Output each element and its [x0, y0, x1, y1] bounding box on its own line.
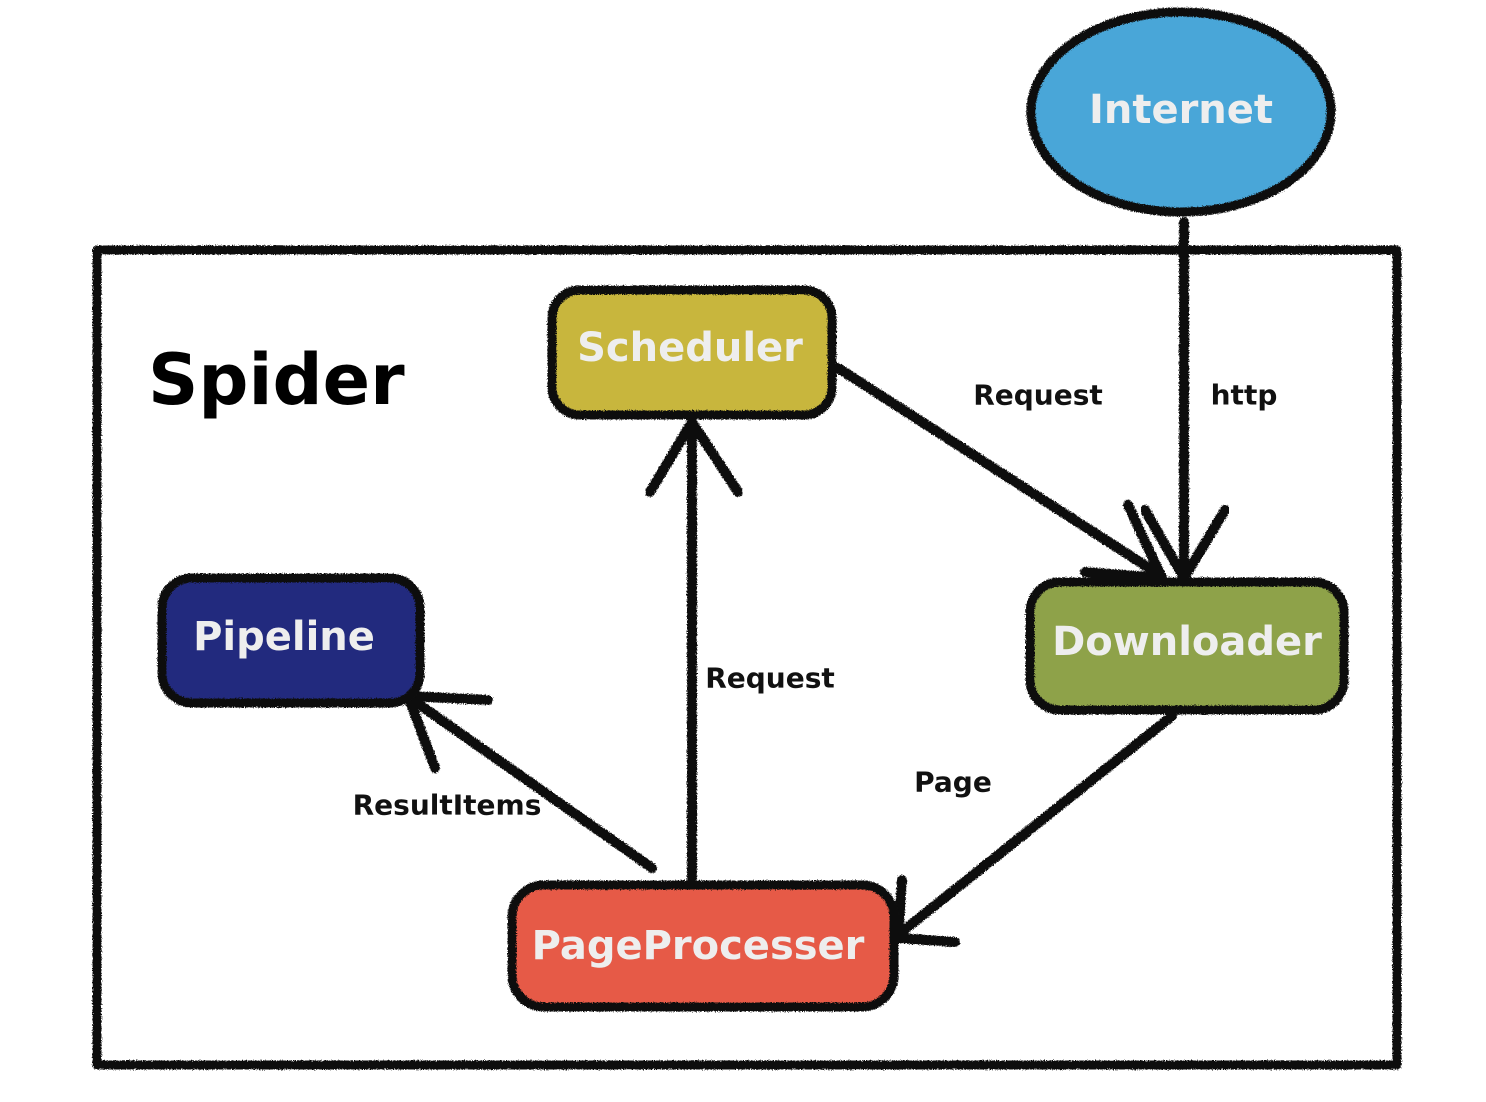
- edge-pageprocesser-to-pipeline: [403, 691, 657, 873]
- spider-container-border: [92, 245, 1402, 1070]
- node-internet: Internet: [1026, 7, 1336, 217]
- edge-label-http: http: [1211, 379, 1278, 412]
- node-pipeline: Pipeline: [157, 573, 425, 708]
- pageprocesser-shape: [507, 880, 899, 1012]
- node-scheduler: Scheduler: [547, 285, 837, 420]
- pipeline-shape: [157, 573, 425, 708]
- edge-downloader-to-pageprocesser: [893, 711, 1177, 947]
- edge-label-request-scheduler-downloader: Request: [973, 379, 1103, 412]
- downloader-label: Downloader: [1052, 619, 1322, 665]
- edge-label-request-pageprocesser-scheduler: Request: [705, 662, 835, 695]
- scheduler-shape: [547, 285, 837, 420]
- edge-pageprocesser-to-scheduler: [645, 417, 743, 883]
- node-downloader: Downloader: [1025, 577, 1349, 715]
- pipeline-label: Pipeline: [193, 614, 375, 660]
- internet-shape: [1026, 7, 1336, 217]
- downloader-shape: [1025, 577, 1349, 715]
- node-pageprocesser: PageProcesser: [507, 880, 899, 1012]
- pageprocesser-label: PageProcesser: [532, 923, 865, 969]
- spider-container-label: Spider: [148, 339, 405, 421]
- edge-label-page: Page: [914, 766, 992, 799]
- scheduler-label: Scheduler: [577, 325, 803, 371]
- internet-label: Internet: [1089, 87, 1273, 133]
- edge-label-resultitems: ResultItems: [353, 789, 542, 822]
